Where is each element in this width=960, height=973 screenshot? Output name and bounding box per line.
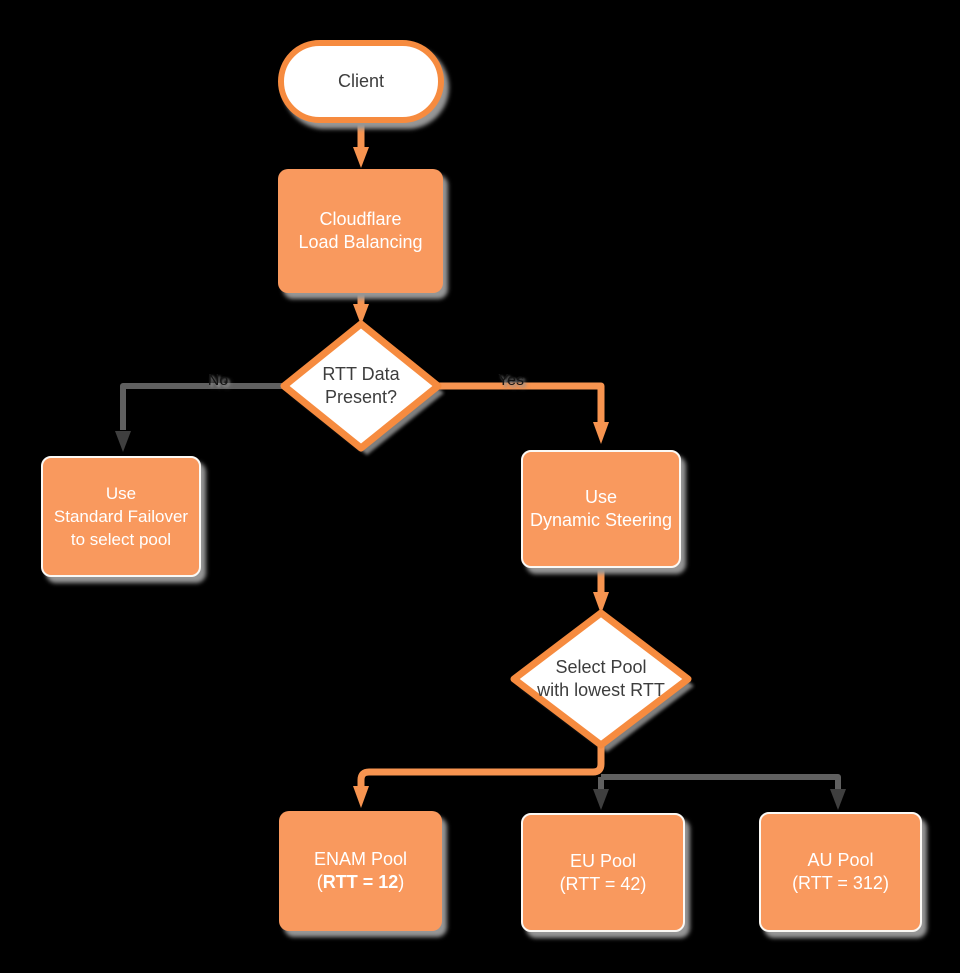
select-pool-diamond (510, 609, 692, 749)
enam-rtt-open: ( (316, 872, 323, 892)
node-cloudflare-load-balancing: Cloudflare Load Balancing (278, 169, 443, 293)
node-enam-pool: ENAM Pool (RTT = 12) (279, 811, 442, 931)
rtt-decision-line2: Present? (324, 387, 398, 407)
eu-pool-line1: EU Pool (569, 850, 637, 871)
dynamic-steering-line2: Dynamic Steering (529, 510, 673, 530)
cloudflare-lb-line1: Cloudflare (319, 209, 402, 229)
edge-label-yes: Yes (497, 372, 525, 389)
node-au-pool: AU Pool (RTT = 312) (759, 812, 922, 932)
au-pool-line2: (RTT = 312) (792, 873, 889, 893)
enam-rtt-close: ) (398, 872, 405, 892)
edge-to-au-pool (601, 774, 841, 789)
au-pool-line1: AU Pool (807, 850, 874, 870)
node-standard-failover: Use Standard Failover to select pool (41, 456, 201, 577)
rtt-decision-diamond (280, 320, 442, 452)
enam-rtt-value: RTT = 12 (322, 872, 399, 892)
standard-failover-line1: Use (105, 484, 137, 503)
rtt-decision-line1: RTT Data (322, 364, 400, 384)
select-pool-line1: Select Pool (555, 657, 647, 677)
cloudflare-lb-line2: Load Balancing (298, 232, 423, 252)
edge-yes-branch (434, 382, 605, 423)
select-pool-line2: with lowest RTT (537, 680, 665, 700)
edge-to-enam-pool (357, 741, 605, 787)
node-eu-pool: EU Pool (RTT = 42) (521, 813, 685, 932)
arrowhead-dynamic-steering (593, 422, 609, 444)
edge-label-no: No (207, 372, 229, 389)
node-select-pool-label: Select Pool with lowest RTT (516, 645, 686, 713)
node-client: Client (278, 40, 444, 123)
node-dynamic-steering: Use Dynamic Steering (521, 450, 681, 568)
arrowhead-au-pool (830, 789, 846, 810)
arrowhead-select-diamond (593, 592, 609, 614)
edge-no-branch (120, 383, 286, 430)
client-label: Client (337, 71, 385, 91)
arrowhead-lb (353, 147, 369, 168)
enam-pool-line1: ENAM Pool (313, 849, 408, 869)
arrowhead-standard-failover (115, 431, 131, 452)
arrowhead-eu-pool (593, 789, 609, 810)
standard-failover-line2: Standard Failover (53, 507, 189, 526)
node-rtt-decision-label: RTT Data Present? (286, 352, 436, 420)
eu-pool-line2: (RTT = 42) (559, 873, 647, 894)
standard-failover-line3: to select pool (70, 530, 172, 549)
arrowhead-enam-pool (353, 786, 369, 808)
enam-pool-line2: (RTT = 12) (317, 871, 405, 894)
dynamic-steering-line1: Use (584, 487, 617, 507)
arrowhead-rtt-diamond (353, 304, 369, 325)
